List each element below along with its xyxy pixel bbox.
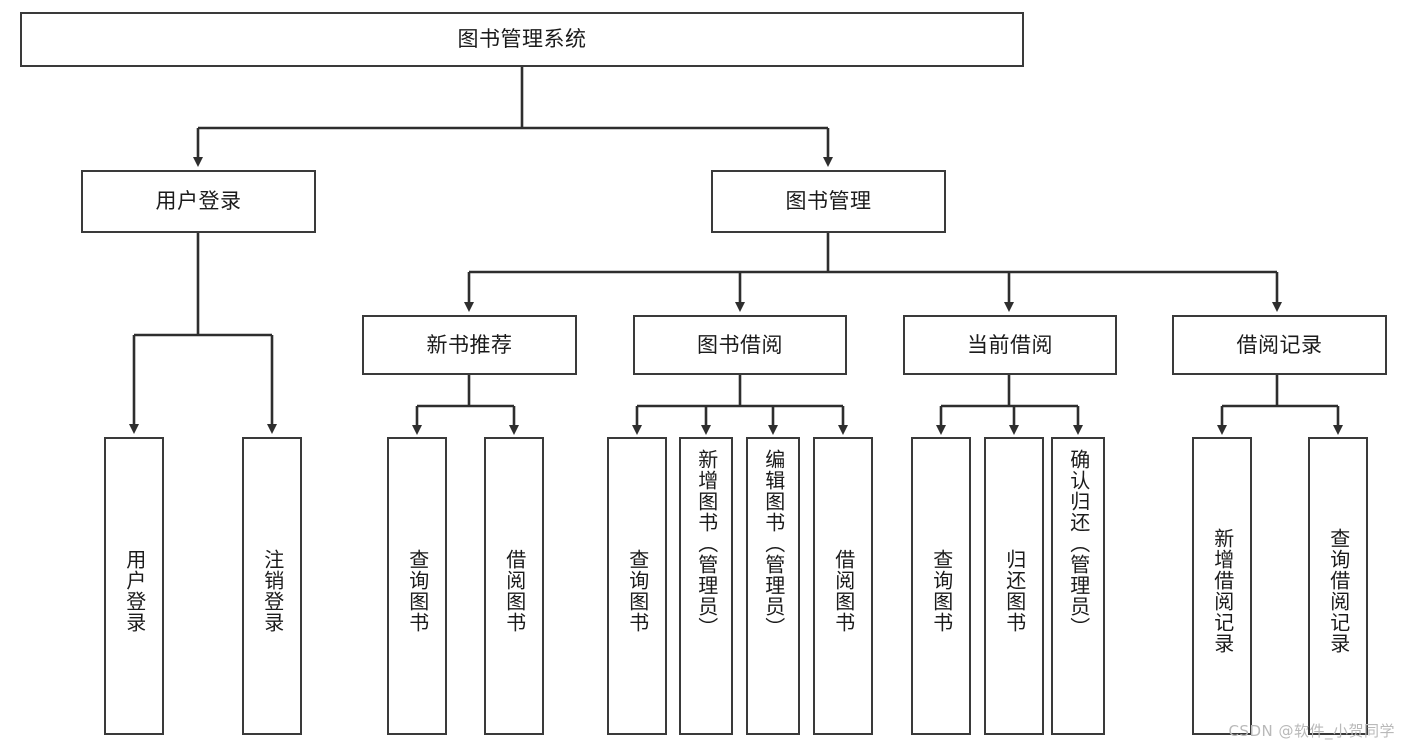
node-book-borrow[interactable]: 图书借阅 — [633, 315, 847, 375]
node-label: 图书管理系统 — [457, 27, 587, 52]
node-user-login[interactable]: 用户登录 — [81, 170, 316, 233]
node-label: 新增图书（管理员） — [694, 449, 719, 638]
node-leaf-borrow-book-recommend[interactable]: 借阅图书 — [484, 437, 544, 735]
node-leaf-query-book-current[interactable]: 查询图书 — [911, 437, 971, 735]
node-label: 查询图书 — [625, 549, 650, 633]
node-leaf-logout[interactable]: 注销登录 — [242, 437, 302, 735]
node-label: 图书管理 — [785, 189, 872, 214]
node-label: 当前借阅 — [967, 332, 1053, 357]
node-borrow-record[interactable]: 借阅记录 — [1172, 315, 1387, 375]
node-system-root[interactable]: 图书管理系统 — [20, 12, 1024, 67]
node-label: 用户登录 — [122, 549, 147, 633]
node-label: 查询图书 — [929, 549, 954, 633]
node-leaf-edit-book-admin[interactable]: 编辑图书（管理员） — [746, 437, 800, 735]
node-label: 确认归还（管理员） — [1066, 449, 1091, 638]
node-new-book-recommend[interactable]: 新书推荐 — [362, 315, 577, 375]
node-label: 图书借阅 — [697, 332, 783, 357]
node-label: 查询借阅记录 — [1326, 528, 1351, 654]
node-leaf-borrow-book[interactable]: 借阅图书 — [813, 437, 873, 735]
node-label: 借阅记录 — [1236, 332, 1323, 357]
node-leaf-user-login[interactable]: 用户登录 — [104, 437, 164, 735]
node-leaf-confirm-return-admin[interactable]: 确认归还（管理员） — [1051, 437, 1105, 735]
node-label: 用户登录 — [155, 189, 242, 214]
node-book-management[interactable]: 图书管理 — [711, 170, 946, 233]
node-leaf-query-book-borrow[interactable]: 查询图书 — [607, 437, 667, 735]
node-label: 借阅图书 — [831, 549, 856, 633]
node-current-borrow[interactable]: 当前借阅 — [903, 315, 1117, 375]
node-label: 编辑图书（管理员） — [761, 449, 786, 638]
node-label: 借阅图书 — [502, 549, 527, 633]
node-label: 查询图书 — [405, 549, 430, 633]
node-leaf-query-book-recommend[interactable]: 查询图书 — [387, 437, 447, 735]
node-leaf-query-borrow-record[interactable]: 查询借阅记录 — [1308, 437, 1368, 735]
watermark: CSDN @软件_小贺同学 — [1228, 722, 1395, 740]
node-leaf-add-book-admin[interactable]: 新增图书（管理员） — [679, 437, 733, 735]
node-label: 注销登录 — [260, 549, 285, 633]
node-label: 新书推荐 — [426, 332, 513, 357]
node-leaf-add-borrow-record[interactable]: 新增借阅记录 — [1192, 437, 1252, 735]
node-leaf-return-book[interactable]: 归还图书 — [984, 437, 1044, 735]
node-label: 新增借阅记录 — [1210, 528, 1235, 654]
node-label: 归还图书 — [1002, 549, 1027, 633]
